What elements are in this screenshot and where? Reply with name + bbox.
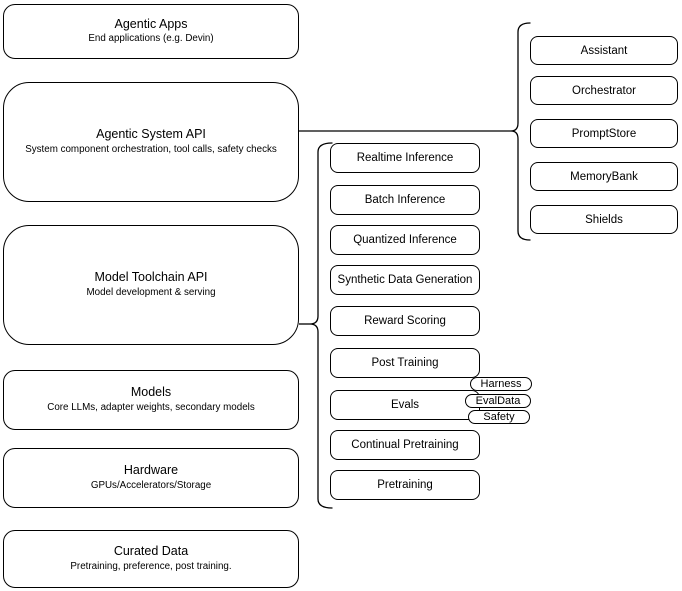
node-title: Model Toolchain API <box>94 270 208 285</box>
node-subtitle: End applications (e.g. Devin) <box>88 33 214 45</box>
node-label: Quantized Inference <box>353 234 457 246</box>
node-synthetic-data-generation: Synthetic Data Generation <box>330 265 480 295</box>
node-label: Post Training <box>371 357 439 369</box>
node-pretraining: Pretraining <box>330 470 480 500</box>
node-title: Agentic System API <box>96 127 206 142</box>
right-column-brace <box>510 22 531 241</box>
node-agentic-apps: Agentic Apps End applications (e.g. Devi… <box>3 4 299 59</box>
node-realtime-inference: Realtime Inference <box>330 143 480 173</box>
tag-label: EvalData <box>475 394 521 407</box>
node-reward-scoring: Reward Scoring <box>330 306 480 336</box>
node-curated-data: Curated Data Pretraining, preference, po… <box>3 530 299 588</box>
node-label: Assistant <box>580 44 628 57</box>
node-memorybank: MemoryBank <box>530 162 678 191</box>
tag-label: Harness <box>480 377 522 390</box>
node-label: Batch Inference <box>364 194 446 206</box>
node-models: Models Core LLMs, adapter weights, secon… <box>3 370 299 430</box>
node-orchestrator: Orchestrator <box>530 76 678 105</box>
node-subtitle: Pretraining, preference, post training. <box>70 560 232 572</box>
tag-evaldata: EvalData <box>465 394 531 408</box>
node-title: Models <box>130 385 172 400</box>
node-title: Hardware <box>123 463 179 478</box>
node-subtitle: GPUs/Accelerators/Storage <box>90 479 212 491</box>
node-post-training: Post Training <box>330 348 480 378</box>
node-agentic-system-api: Agentic System API System component orch… <box>3 82 299 202</box>
node-quantized-inference: Quantized Inference <box>330 225 480 255</box>
node-assistant: Assistant <box>530 36 678 65</box>
node-promptstore: PromptStore <box>530 119 678 148</box>
tag-safety: Safety <box>468 410 530 424</box>
node-label: Reward Scoring <box>364 315 446 327</box>
middle-column-brace <box>309 142 333 509</box>
node-label: Orchestrator <box>572 84 636 97</box>
node-label: Realtime Inference <box>356 152 454 164</box>
node-label: MemoryBank <box>570 170 638 183</box>
node-label: Continual Pretraining <box>351 439 459 451</box>
node-shields: Shields <box>530 205 678 234</box>
node-label: Pretraining <box>377 479 433 491</box>
node-label: Shields <box>585 213 623 226</box>
node-continual-pretraining: Continual Pretraining <box>330 430 480 460</box>
node-title: Curated Data <box>113 544 189 559</box>
tag-label: Safety <box>483 410 515 423</box>
node-model-toolchain-api: Model Toolchain API Model development & … <box>3 225 299 345</box>
node-evals: Evals <box>330 390 480 420</box>
node-label: Evals <box>390 399 420 411</box>
node-subtitle: Core LLMs, adapter weights, secondary mo… <box>47 401 255 413</box>
node-title: Agentic Apps <box>114 16 188 31</box>
node-subtitle: System component orchestration, tool cal… <box>25 143 277 155</box>
tag-harness: Harness <box>470 377 532 391</box>
node-label: PromptStore <box>571 127 637 140</box>
node-batch-inference: Batch Inference <box>330 185 480 215</box>
node-subtitle: Model development & serving <box>86 286 216 298</box>
node-label: Synthetic Data Generation <box>337 274 473 286</box>
node-hardware: Hardware GPUs/Accelerators/Storage <box>3 448 299 508</box>
